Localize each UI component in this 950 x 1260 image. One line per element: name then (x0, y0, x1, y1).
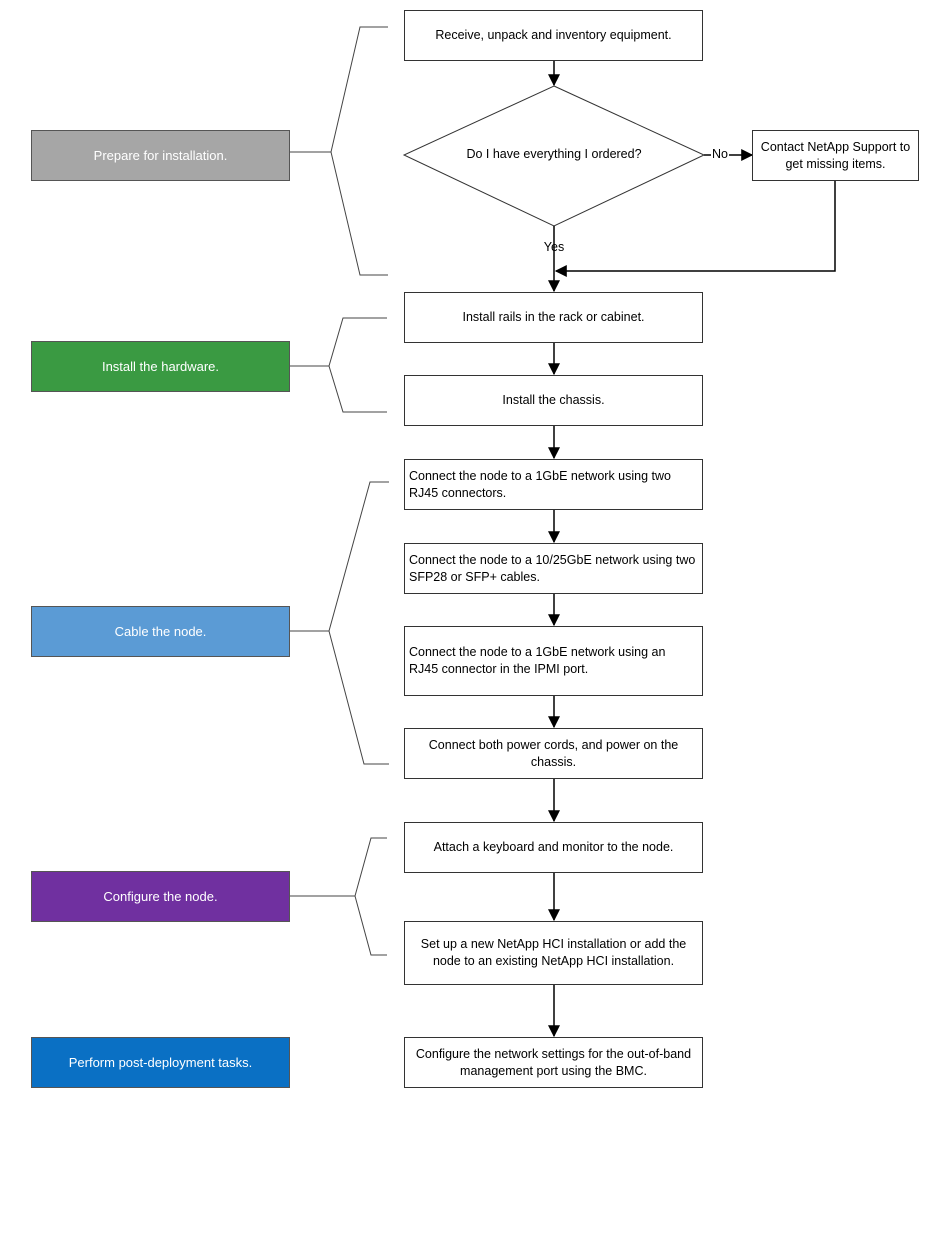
stage-post: Perform post-deployment tasks. (31, 1037, 290, 1088)
step-connect-1gbe: Connect the node to a 1GbE network using… (404, 459, 703, 510)
arrow-contact-return (554, 180, 836, 277)
decision-question: Do I have everything I ordered? (466, 147, 642, 161)
step-attach-keyboard: Attach a keyboard and monitor to the nod… (404, 822, 703, 873)
label-yes: Yes (543, 240, 565, 254)
step-connect-ipmi: Connect the node to a 1GbE network using… (404, 626, 703, 696)
bracket-hardware (289, 317, 387, 413)
bracket-cable (289, 481, 389, 765)
stage-cable: Cable the node. (31, 606, 290, 657)
label-no: No (712, 147, 728, 161)
step-connect-power: Connect both power cords, and power on t… (404, 728, 703, 779)
bracket-configure (289, 837, 387, 956)
step-install-chassis: Install the chassis. (404, 375, 703, 426)
step-setup-hci: Set up a new NetApp HCI installation or … (404, 921, 703, 985)
bracket-prepare (289, 26, 388, 276)
stage-hardware: Install the hardware. (31, 341, 290, 392)
stage-prepare: Prepare for installation. (31, 130, 290, 181)
stage-configure: Configure the node. (31, 871, 290, 922)
step-receive: Receive, unpack and inventory equipment. (404, 10, 703, 61)
step-configure-bmc: Configure the network settings for the o… (404, 1037, 703, 1088)
step-connect-25gbe: Connect the node to a 10/25GbE network u… (404, 543, 703, 594)
step-install-rails: Install rails in the rack or cabinet. (404, 292, 703, 343)
step-contact-support: Contact NetApp Support to get missing it… (752, 130, 919, 181)
